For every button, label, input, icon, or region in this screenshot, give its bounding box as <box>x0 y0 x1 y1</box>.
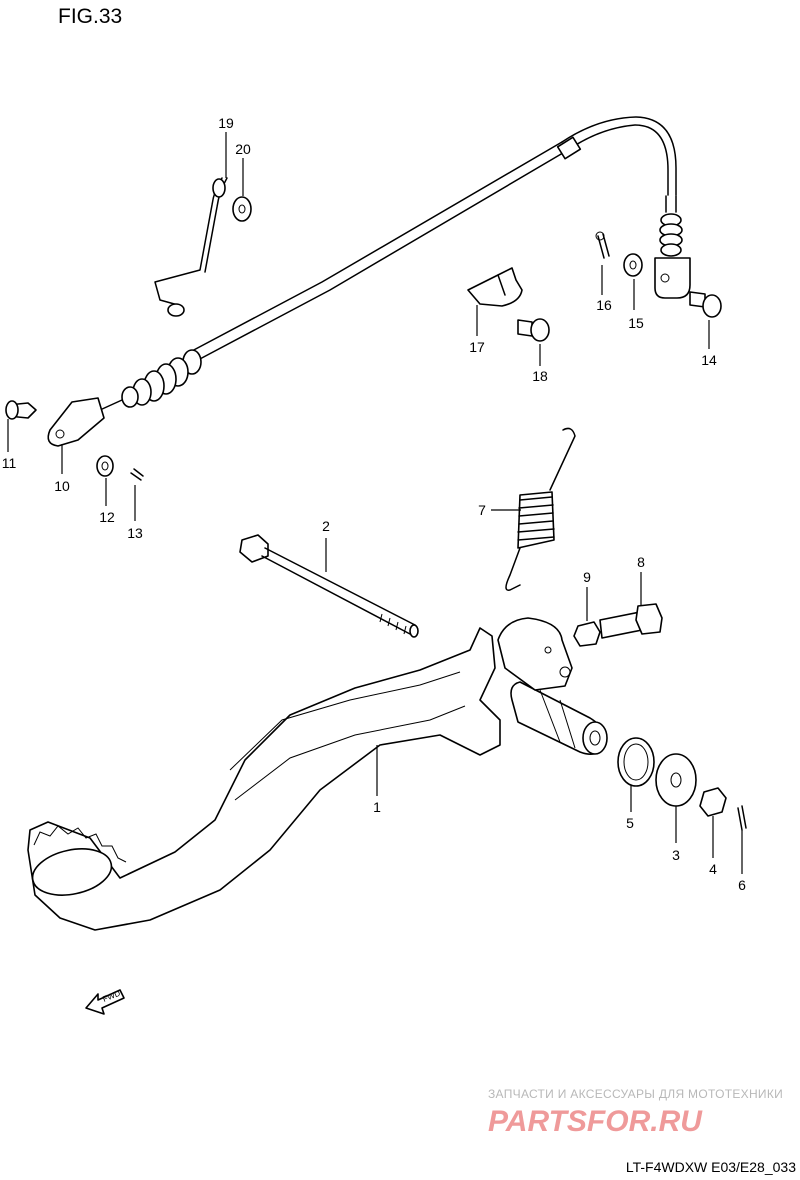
pedal-washers <box>617 737 747 831</box>
callout-16: 16 <box>596 297 612 313</box>
leader-lines <box>7 132 743 874</box>
callout-4: 4 <box>709 861 717 877</box>
callout-5: 5 <box>626 815 634 831</box>
nut-4 <box>699 787 727 817</box>
washer-5 <box>617 737 655 787</box>
figure-code: LT-F4WDXW E03/E28_033 <box>626 1159 796 1175</box>
callout-17: 17 <box>469 339 485 355</box>
callout-1: 1 <box>373 799 381 815</box>
forward-arrow-icon: FWD <box>85 989 125 1015</box>
callout-12: 12 <box>99 509 115 525</box>
watermark-tagline: ЗАПЧАСТИ И АКСЕССУАРЫ ДЛЯ МОТОТЕХНИКИ <box>488 1087 783 1101</box>
cotter-pin-6 <box>737 805 747 831</box>
callout-9: 9 <box>583 569 591 585</box>
callout-3: 3 <box>672 847 680 863</box>
callout-20: 20 <box>235 141 251 157</box>
brake-spring <box>505 427 576 591</box>
callout-6: 6 <box>738 877 746 893</box>
return-spring-rod <box>154 177 252 317</box>
brake-pedal <box>27 617 608 931</box>
callout-19: 19 <box>218 115 234 131</box>
callout-7: 7 <box>478 502 486 518</box>
pivot-bolt <box>239 534 419 638</box>
bolt-and-nut <box>573 603 663 647</box>
callout-labels: 19 20 16 15 14 17 18 11 10 12 13 7 2 9 8… <box>2 115 746 893</box>
washer-3 <box>655 753 697 807</box>
callout-10: 10 <box>54 478 70 494</box>
callout-15: 15 <box>628 315 644 331</box>
callout-13: 13 <box>127 525 143 541</box>
figure-title: FIG.33 <box>58 5 122 28</box>
watermark: ЗАПЧАСТИ И АКСЕССУАРЫ ДЛЯ МОТОТЕХНИКИ PA… <box>488 1087 783 1138</box>
callout-18: 18 <box>532 368 548 384</box>
callout-14: 14 <box>701 352 717 368</box>
washer-20 <box>232 196 252 222</box>
upper-hardware <box>5 231 722 481</box>
watermark-logo: PARTSFOR.RU <box>488 1105 703 1138</box>
brake-cable <box>47 116 691 447</box>
callout-2: 2 <box>322 518 330 534</box>
callout-8: 8 <box>637 554 645 570</box>
callout-11: 11 <box>2 455 17 471</box>
